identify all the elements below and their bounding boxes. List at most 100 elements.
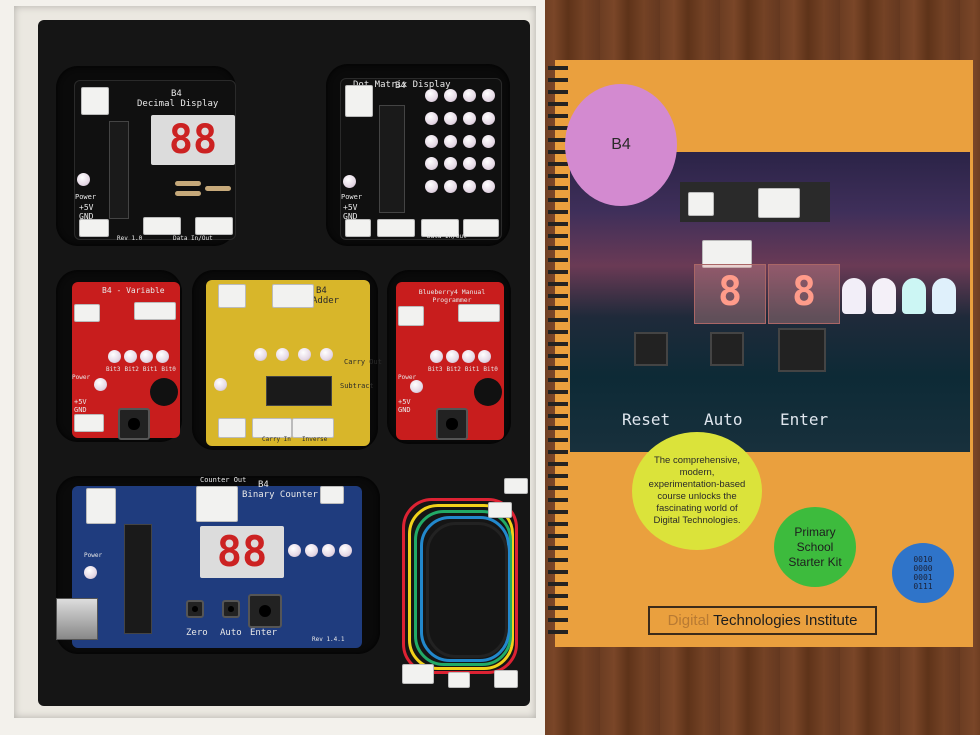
counter-out-label: Counter Out xyxy=(200,476,247,484)
publisher-word-dim: Digital xyxy=(667,612,710,629)
resistor xyxy=(205,186,231,191)
seven-segment-display: 88 xyxy=(200,526,284,578)
matrix-led xyxy=(482,180,495,194)
matrix-led xyxy=(425,111,438,125)
carry-label: Carry Out xyxy=(344,358,382,366)
board-number: B4 xyxy=(171,89,182,99)
cable-plug[interactable] xyxy=(488,502,512,518)
usb-port[interactable] xyxy=(56,598,98,640)
bit-leds xyxy=(430,350,491,363)
dot-matrix-board: B4 Dot Matrix Display Power +5V GND Data… xyxy=(340,78,502,240)
matrix-led xyxy=(482,89,495,102)
connector xyxy=(345,85,373,117)
write-button[interactable] xyxy=(436,408,468,440)
ground-label: GND xyxy=(79,212,94,221)
board-title: Binary Counter xyxy=(242,490,318,500)
decimal-display-board: B4 Decimal Display 88 Power +5V GND Rev … xyxy=(74,80,236,242)
matrix-led xyxy=(444,157,457,171)
enter-button[interactable] xyxy=(248,594,282,628)
bit-led xyxy=(446,350,459,363)
connector xyxy=(458,304,500,322)
connector xyxy=(398,306,424,326)
power-led xyxy=(343,175,356,188)
power-label: Power xyxy=(398,374,417,381)
voltage-label: +5V xyxy=(79,203,94,212)
cable-plug[interactable] xyxy=(504,478,528,494)
auto-button[interactable] xyxy=(222,600,240,618)
connector xyxy=(218,284,246,308)
photo-digit: 8 xyxy=(768,264,840,324)
matrix-led xyxy=(463,180,476,194)
ic-chip xyxy=(379,105,405,213)
blurb-text: The comprehensive, modern, experimentati… xyxy=(648,455,746,526)
matrix-led xyxy=(463,134,476,148)
badge-text: B4 xyxy=(611,136,631,153)
matrix-led xyxy=(425,157,438,171)
zero-label: Zero xyxy=(186,628,208,638)
counter-led xyxy=(339,544,352,557)
publisher-footer: Digital Technologies Institute xyxy=(648,606,877,635)
voltage-label: +5V xyxy=(74,398,87,406)
buzzer xyxy=(150,378,178,406)
zero-button[interactable] xyxy=(186,600,204,618)
photo-leds xyxy=(842,278,956,314)
connector xyxy=(218,418,246,438)
binary-circle: 0010 0000 0001 0111 xyxy=(892,543,954,603)
cable-wire xyxy=(414,510,512,666)
connector xyxy=(463,219,499,237)
cable-plug[interactable] xyxy=(494,670,518,688)
photo-connector xyxy=(688,192,714,216)
connector xyxy=(377,219,415,237)
bit-led xyxy=(254,348,267,361)
revision-label: Rev 1.0 xyxy=(117,235,143,242)
bit-led xyxy=(320,348,333,361)
bit-led xyxy=(276,348,289,361)
board-title: Dot Matrix Display xyxy=(353,80,451,90)
matrix-led xyxy=(425,89,438,102)
binary-counter-board: B4 Binary Counter Counter Out 88 Power Z… xyxy=(56,476,362,648)
matrix-led xyxy=(444,180,457,194)
cable-wire xyxy=(426,522,508,658)
cable-wire xyxy=(408,504,514,670)
ic-chip xyxy=(109,121,129,219)
power-label: Power xyxy=(72,374,91,381)
bit-labels: Bit3 Bit2 Bit1 Bit0 xyxy=(428,366,498,373)
adder-board: B4 Adder Carry Out Subtract Carry In Inv… xyxy=(206,280,382,446)
bit-led xyxy=(156,350,169,363)
cable-plug[interactable] xyxy=(448,672,470,688)
inverse-label: Inverse xyxy=(302,436,328,443)
photo-led xyxy=(932,278,956,314)
board-title: Decimal Display xyxy=(137,99,219,109)
power-led xyxy=(94,378,107,391)
photo-connector xyxy=(758,188,800,218)
push-button[interactable] xyxy=(118,408,150,440)
photo-connector xyxy=(702,240,752,268)
ic-chip xyxy=(124,524,152,634)
subtract-label: Subtract xyxy=(340,382,374,390)
bit-led xyxy=(462,350,475,363)
buzzer xyxy=(474,378,502,406)
bit-led xyxy=(478,350,491,363)
bit-led xyxy=(124,350,137,363)
connector xyxy=(345,219,371,237)
ic-chip xyxy=(266,376,332,406)
power-label: Power xyxy=(75,193,97,201)
board-number: B4 xyxy=(258,480,269,490)
counter-led xyxy=(322,544,335,557)
bit-label: Bit3 xyxy=(106,366,121,373)
board-number: B4 xyxy=(395,81,406,91)
photo-led xyxy=(872,278,896,314)
matrix-led xyxy=(463,157,476,171)
seven-segment-display: 88 xyxy=(151,115,235,165)
cable-plug[interactable] xyxy=(402,664,434,684)
connector xyxy=(74,304,100,322)
enter-label: Enter xyxy=(250,628,278,638)
spiral-binding xyxy=(548,66,568,642)
board-title: B4 - Variable xyxy=(102,286,165,295)
counter-leds xyxy=(288,544,352,557)
connector xyxy=(86,488,116,524)
power-led xyxy=(410,380,423,393)
ground-label: GND xyxy=(398,406,411,414)
photo-button xyxy=(778,328,826,372)
power-led xyxy=(77,173,90,186)
